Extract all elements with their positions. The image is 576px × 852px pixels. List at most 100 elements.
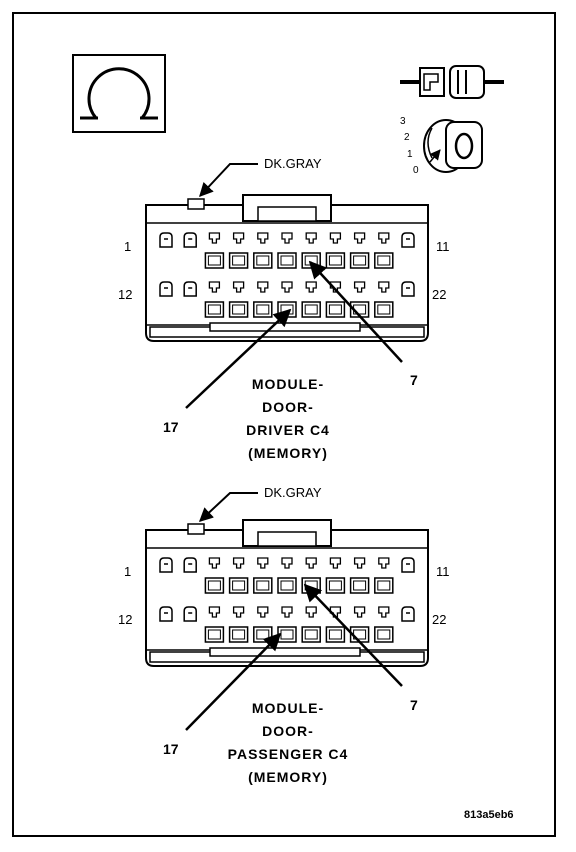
terminal-window-inner (328, 629, 342, 640)
terminal-window-inner (232, 304, 246, 315)
dial-label-3: 3 (400, 116, 406, 127)
connector-body (145, 194, 429, 342)
terminal-cavity (232, 606, 245, 618)
housing-tab-left (187, 198, 205, 210)
terminal-window-inner (256, 304, 270, 315)
connector-title-line: MODULE- (252, 700, 324, 716)
terminal-window-inner (304, 629, 318, 640)
callout-label-7: 7 (410, 372, 418, 388)
pin-number-start-top: 1 (124, 564, 131, 579)
connector-housing (145, 529, 429, 667)
connector-title-line: DOOR- (262, 399, 314, 415)
housing-tab-left (187, 523, 205, 535)
callout-arrow-17 (185, 308, 292, 409)
terminal-window-inner (280, 255, 294, 266)
connector-title-line: PASSENGER C4 (228, 746, 349, 762)
terminal-cavity (353, 557, 366, 569)
callout-arrow-7 (308, 260, 403, 363)
connector-title-line: DRIVER C4 (246, 422, 330, 438)
terminal-cavity (257, 232, 269, 244)
pin-number-start-top: 1 (124, 239, 131, 254)
connector-housing (145, 204, 429, 342)
terminal-window-inner (353, 580, 367, 591)
terminal-cavity (401, 557, 415, 573)
terminal-cavity (281, 281, 293, 293)
terminal-window-inner (207, 255, 221, 266)
terminal-cavity (305, 557, 317, 569)
wire-leader-arrow (199, 163, 258, 198)
terminal-cavity (378, 232, 390, 244)
terminal-cavity (378, 281, 390, 293)
pin-number-start-bottom: 12 (118, 612, 132, 627)
dial-label-1: 1 (407, 149, 413, 160)
terminal-cavity (281, 557, 293, 569)
terminal-cavity (353, 232, 366, 244)
callout-arrow-17 (185, 632, 282, 731)
terminal-cavity (159, 557, 173, 573)
terminal-cavity (353, 281, 366, 293)
callout-label-17: 17 (163, 419, 179, 435)
terminal-cavity (232, 232, 245, 244)
terminal-cavity (183, 557, 197, 573)
legend-symbol-box (72, 54, 166, 133)
terminal-window-inner (328, 580, 342, 591)
terminal-cavity (232, 281, 245, 293)
terminal-window-inner (207, 580, 221, 591)
terminal-window-inner (280, 629, 294, 640)
terminal-cavity (183, 606, 197, 622)
terminal-window-inner (353, 255, 367, 266)
terminal-cavity (257, 557, 269, 569)
terminal-window-inner (256, 580, 270, 591)
terminal-window-inner (377, 580, 391, 591)
position-dial-icon: 3 2 1 0 (400, 116, 483, 176)
terminal-cavity (378, 557, 390, 569)
wire-color-label: DK.GRAY (264, 485, 322, 500)
housing-rib (209, 647, 361, 657)
terminal-window-inner (304, 304, 318, 315)
terminal-cavity (329, 232, 342, 244)
pin-number-end-top: 11 (436, 564, 450, 579)
terminal-cavity (353, 606, 366, 618)
connector-body (145, 519, 429, 667)
dial-label-2: 2 (404, 132, 410, 143)
circle-open-icon (80, 67, 158, 120)
terminal-window-inner (280, 580, 294, 591)
pin-number-end-top: 11 (436, 239, 450, 254)
terminal-cavity (159, 281, 173, 297)
terminal-window-inner (207, 629, 221, 640)
terminal-illustration-icon (400, 65, 504, 99)
latch-window (257, 531, 317, 547)
callout-label-17: 17 (163, 741, 179, 757)
terminal-window-inner (207, 304, 221, 315)
pin-number-start-bottom: 12 (118, 287, 132, 302)
terminal-cavity (305, 232, 317, 244)
terminal-window-inner (232, 580, 246, 591)
terminal-cavity (281, 606, 293, 618)
terminal-cavity (183, 232, 197, 248)
terminal-cavity (305, 281, 317, 293)
terminal-cavity (208, 281, 221, 293)
terminal-window-inner (256, 255, 270, 266)
terminal-cavity (208, 232, 221, 244)
terminal-window-inner (256, 629, 270, 640)
terminal-cavity (281, 232, 293, 244)
wire-color-label: DK.GRAY (264, 156, 322, 171)
terminal-cavity (257, 606, 269, 618)
terminal-cavity (257, 281, 269, 293)
pin-number-end-bottom: 22 (432, 612, 446, 627)
connector-title-line: (MEMORY) (248, 769, 328, 785)
terminal-window-inner (232, 255, 246, 266)
connector-title-line: MODULE- (252, 376, 324, 392)
terminal-cavity (208, 557, 221, 569)
terminal-window-inner (377, 304, 391, 315)
latch-window (257, 206, 317, 222)
terminal-cavity (401, 281, 415, 297)
callout-arrow-7 (303, 583, 403, 687)
diagram-frame (12, 12, 556, 837)
terminal-cavity (159, 606, 173, 622)
terminal-cavity (401, 232, 415, 248)
terminal-cavity (208, 606, 221, 618)
figure-id: 813a5eb6 (464, 809, 514, 821)
